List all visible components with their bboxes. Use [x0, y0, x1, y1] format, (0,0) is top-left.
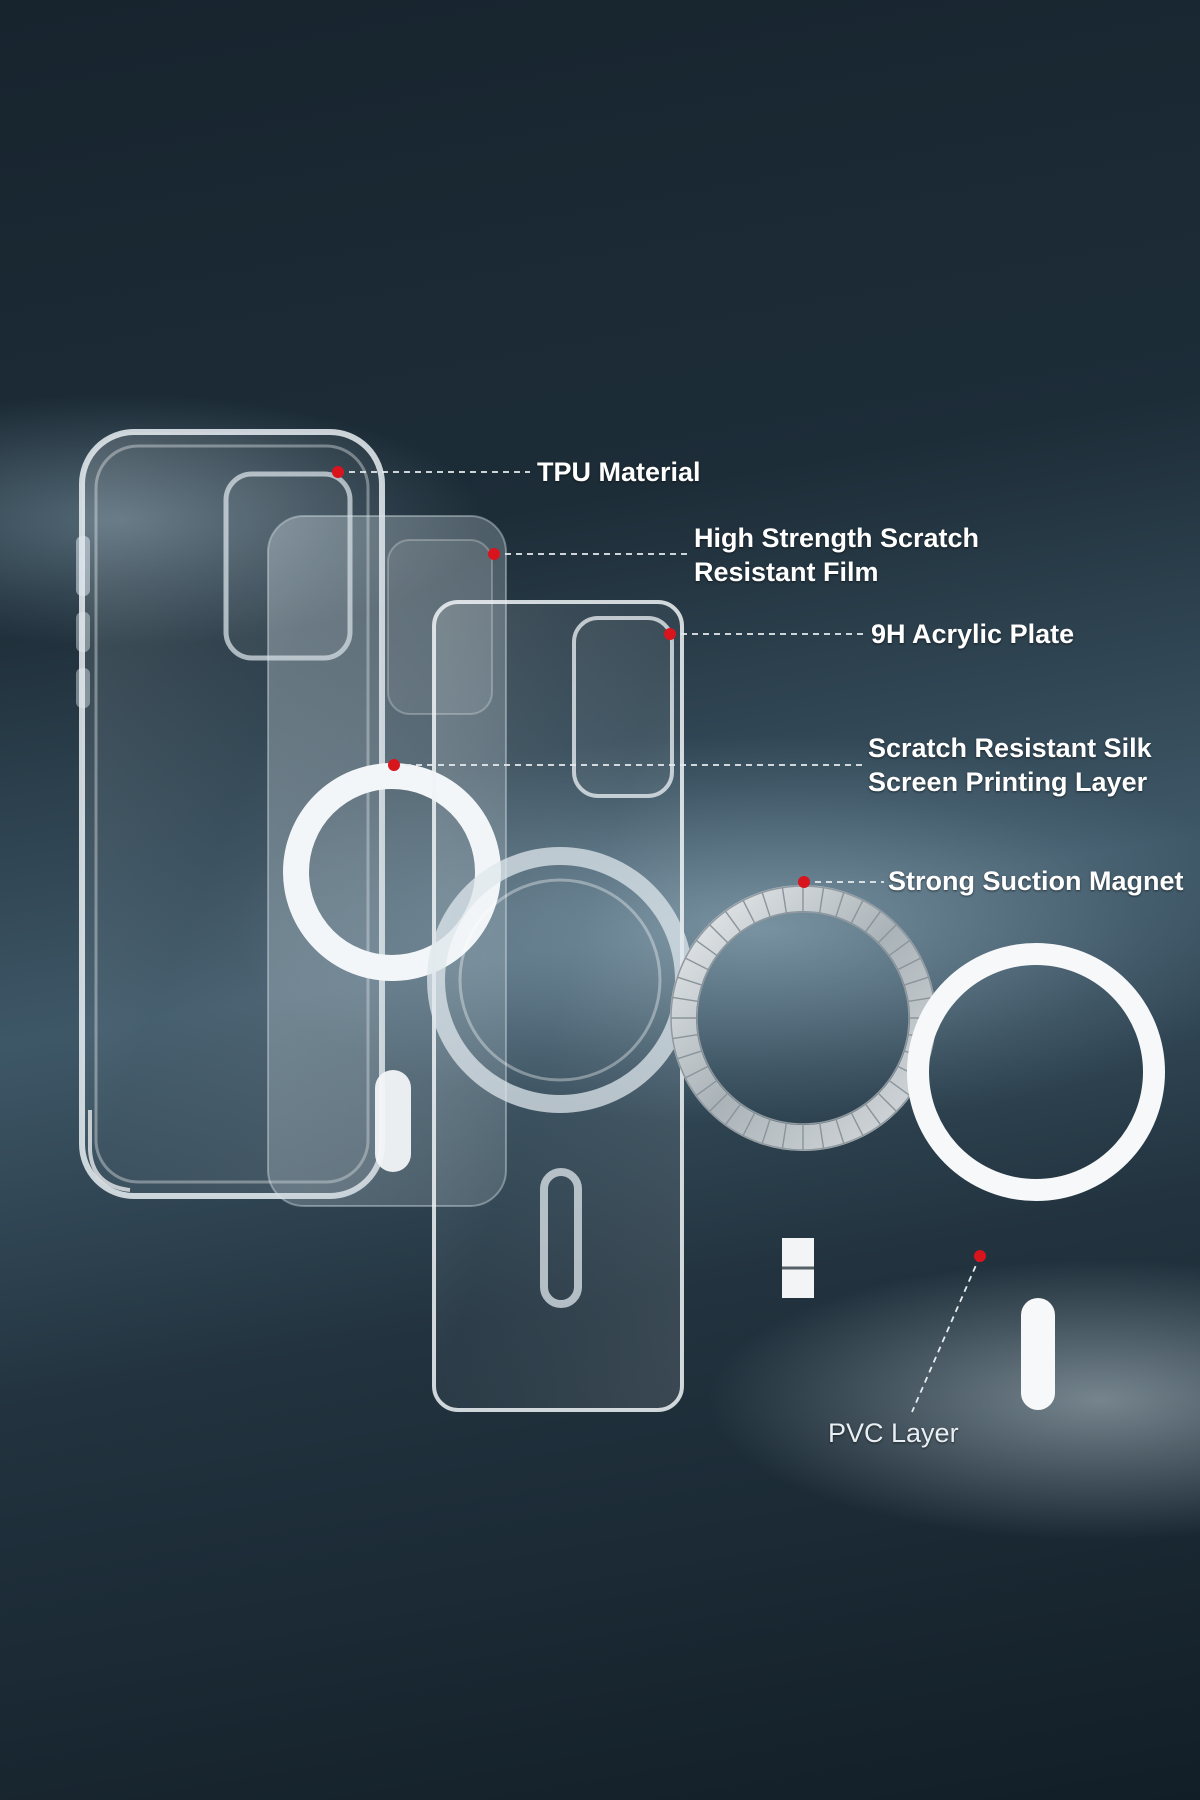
magnet-segment-tick [850, 1112, 864, 1136]
magnet-segment-tick [677, 976, 703, 986]
acrylic-plate-label: 9H Acrylic Plate [871, 617, 1074, 651]
magnet-segment-tick [818, 887, 825, 914]
magnet-segment-tick [742, 900, 756, 924]
magnet-marker-dot [798, 876, 810, 888]
pvc-layer-text: PVC Layer [828, 1418, 959, 1448]
magnet-segment-tick [685, 1065, 709, 1079]
scratch-film-label: High Strength Scratch Resistant Film [694, 521, 979, 589]
magnet-segment-tick [835, 892, 845, 918]
magnet-segment-tick [864, 910, 882, 933]
silk-screen-line1: Scratch Resistant Silk [868, 733, 1152, 763]
magnet-segment-tick [877, 1092, 897, 1112]
tpu-material-label: TPU Material [537, 455, 701, 489]
magnet-segment-tick [742, 1112, 756, 1136]
magnet-segment-tick [818, 1122, 825, 1149]
magnet-segment-tick [709, 1092, 729, 1112]
pvc-layer-label: PVC Layer [828, 1416, 959, 1450]
magnet-segment-tick [903, 976, 929, 986]
magnet-segment-tick [672, 996, 699, 1003]
magnet-segment-tick [685, 957, 709, 971]
tpu-material-text: TPU Material [537, 457, 701, 487]
pvc-leader-line [911, 1255, 981, 1413]
magnet-segment-tick [709, 924, 729, 944]
magnet-segment-tick [897, 957, 921, 971]
magnet-segment-tick [864, 1103, 882, 1126]
magnet-segment-tick [724, 1103, 742, 1126]
pvc-ring [907, 943, 1165, 1410]
acrylic-marker-dot [664, 628, 676, 640]
magnet-segment-tick [907, 996, 934, 1003]
silk-screen-line2: Screen Printing Layer [868, 767, 1148, 797]
magnet-segment-tick [781, 1122, 788, 1149]
magnet-segment-tick [672, 1033, 699, 1040]
magnet-segment-tick [761, 1118, 771, 1144]
magnet-label: Strong Suction Magnet [888, 864, 1183, 898]
magnet-segment-tick [835, 1118, 845, 1144]
marker-dots [332, 466, 986, 1262]
acrylic-plate [427, 600, 693, 1412]
magnet-segment-tick [781, 887, 788, 914]
acrylic-plate-text: 9H Acrylic Plate [871, 619, 1075, 649]
magnet-segment-tick [724, 910, 742, 933]
magnet-text: Strong Suction Magnet [888, 866, 1184, 896]
magnet-ring [670, 885, 936, 1298]
scratch-film-line2: Resistant Film [694, 557, 879, 587]
magnet-segment-tick [695, 939, 718, 957]
tpu-marker-dot [332, 466, 344, 478]
scratch-film-line1: High Strength Scratch [694, 523, 980, 553]
leader-lines [338, 471, 981, 1413]
magnet-segment-tick [695, 1079, 718, 1097]
pvc-marker-dot [974, 1250, 986, 1262]
silk-marker-dot [388, 759, 400, 771]
magnet-segment-tick [677, 1050, 703, 1060]
magnet-segment-tick [761, 892, 771, 918]
magnet-segment-tick [850, 900, 864, 924]
film-marker-dot [488, 548, 500, 560]
magnet-segment-tick [888, 1079, 911, 1097]
magnet-segment-tick [877, 924, 897, 944]
magnet-segment-tick [888, 939, 911, 957]
silk-screen-label: Scratch Resistant Silk Screen Printing L… [868, 731, 1152, 799]
